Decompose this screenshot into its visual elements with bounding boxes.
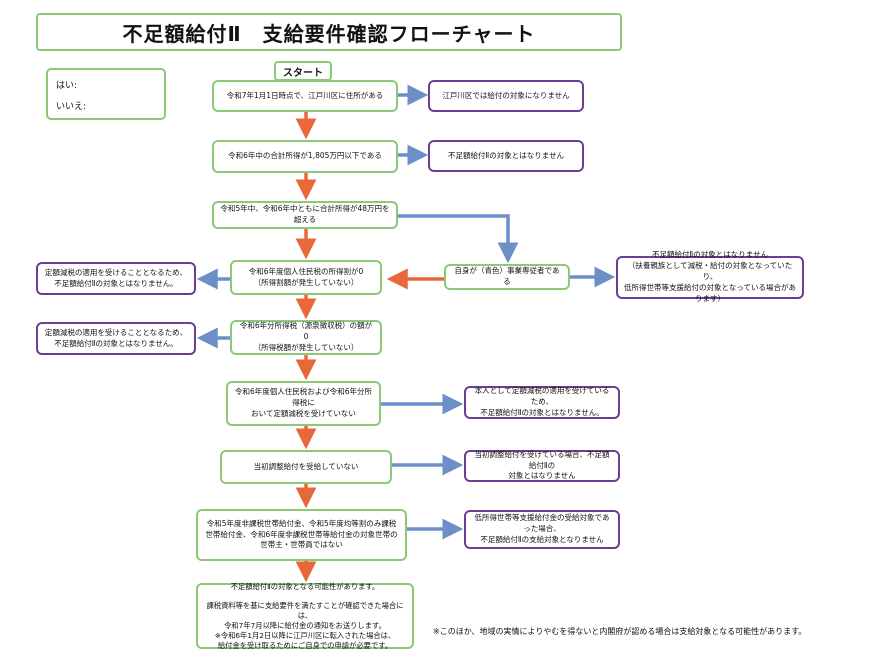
step-no-fixed-reduction: 令和6年度個人住民税および令和6年分所得税に おいて定額減税を受けていない	[226, 381, 381, 426]
step-no-initial-benefit: 当初調整給付を受給していない	[220, 450, 392, 484]
outcome-resident-tax-not-eligible: 定額減税の適用を受けることとなるため、 不足額給付Ⅱの対象とはなりません。	[36, 262, 196, 295]
step-income-tax-zero: 令和6年分所得税（源泉徴収税）の額が0 （所得税額が発生していない）	[230, 320, 382, 355]
final-eligible-result: 不足額給付Ⅱの対象となる可能性があります。 課税資料等を基に支給要件を満たすこと…	[196, 582, 414, 650]
no-arrow	[398, 214, 519, 264]
legend-yes-label: はい:	[56, 81, 78, 91]
outcome-received-reduction: 本人として定額減税の適用を受けているため、 不足額給付Ⅱの対象とはなりません。	[464, 386, 620, 419]
outcome-not-resident: 江戸川区では給付の対象になりません	[428, 80, 584, 112]
step-income-over-48: 令和5年中、令和6年中ともに合計所得が48万円を超える	[212, 201, 398, 229]
outcome-self-employed: 不足額給付Ⅱの対象とはなりません （扶養親族として減税・給付の対象となっていたり…	[616, 250, 804, 303]
page-title: 不足額給付Ⅱ 支給要件確認フローチャート	[36, 13, 622, 51]
outcome-low-income-support: 低所得世帯等支援給付金の受給対象であった場合、 不足額給付Ⅱの支給対象となりませ…	[464, 510, 620, 549]
outcome-received-initial: 当初調整給付を受けている場合、不足額給付Ⅱの 対象とはなりません	[464, 450, 620, 482]
step-not-exempt-household: 令和5年度非課税世帯給付金、令和5年度均等割のみ課税 世帯給付金、令和6年度非課…	[196, 509, 407, 561]
legend: はい: いいえ:	[46, 68, 166, 120]
step-resident-tax-zero: 令和6年度個人住民税の所得割が0 （所得割額が発生していない）	[230, 260, 382, 295]
step-residence: 令和7年1月1日時点で、江戸川区に住所がある	[212, 80, 398, 112]
start-node: スタート	[274, 61, 332, 81]
step-income-limit: 令和6年中の合計所得が1,805万円以下である	[212, 140, 398, 173]
outcome-income-over: 不足額給付Ⅱの対象とはなりません	[428, 140, 584, 172]
legend-no-label: いいえ:	[56, 102, 87, 112]
step-self-employed-question: 自身が（青色）事業専従者である	[444, 264, 570, 290]
outcome-income-tax-not-eligible: 定額減税の適用を受けることとなるため、 不足額給付Ⅱの対象とはなりません。	[36, 322, 196, 355]
footnote: ※このほか、地域の実情によりやむを得ないと内閣府が認める場合は支給対象となる可能…	[433, 627, 807, 636]
